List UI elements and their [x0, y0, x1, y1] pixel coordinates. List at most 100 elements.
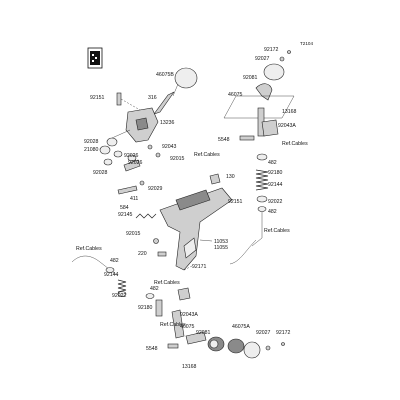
- label-refcables-6: Ref.Cables: [160, 322, 186, 328]
- label-46075a: 46075A: [232, 324, 250, 330]
- lever-46075-top: [255, 83, 273, 101]
- label-refcables-2: Ref.Cables: [194, 152, 220, 158]
- label-584: 584: [120, 205, 129, 211]
- label-92027-top: 92027: [255, 56, 270, 62]
- clip-92043a-bot: [177, 287, 191, 301]
- label-13168-bot: 13168: [182, 364, 197, 370]
- label-92081-top: 92081: [243, 75, 258, 81]
- label-92171: 92171: [192, 264, 207, 270]
- label-411: 411: [130, 196, 138, 202]
- nut-92015-mid: [153, 238, 159, 244]
- label-46075-top: 46075: [228, 92, 243, 98]
- label-482-c: 482: [110, 258, 119, 264]
- label-92022-bot: 92022: [112, 293, 127, 299]
- spring-92144-top: [255, 169, 269, 191]
- label-92172-top: 92172: [264, 47, 279, 53]
- spring-92145: [135, 213, 157, 219]
- main-body-window: [183, 237, 197, 259]
- label-11053: 11053: [214, 239, 228, 245]
- label-46075b: 46075B: [156, 72, 174, 78]
- lower-cable-assembly: [71, 255, 191, 317]
- cable-upper: [251, 212, 263, 247]
- label-5548-bot: 5548: [146, 346, 158, 352]
- knob-46075a-cap: [209, 339, 219, 349]
- nut-92043: [147, 144, 153, 150]
- label-92145: 92145: [118, 212, 133, 218]
- label-316: 316: [148, 95, 157, 101]
- washer-92022-top: [256, 195, 268, 203]
- pin-5548-bot: [167, 343, 179, 349]
- grommet-130: [209, 173, 221, 185]
- label-refcables-3: Ref.Cables: [264, 228, 290, 234]
- label-482-b: 482: [268, 209, 277, 215]
- label-92144-bot: 92144: [104, 272, 119, 278]
- washer-92027-top: [279, 56, 285, 62]
- label-220: 220: [138, 251, 147, 257]
- knob-92081-bot: [227, 338, 245, 354]
- label-13236: 13236: [160, 120, 175, 126]
- bolt-220: [157, 251, 167, 257]
- label-92028-b: 92028: [93, 170, 108, 176]
- pin-5548: [239, 135, 255, 141]
- label-46075-bot: 46075: [180, 324, 195, 330]
- grip-knob-46075b: [174, 67, 198, 89]
- bolt-92151: [116, 92, 122, 106]
- label-refcables-4: Ref.Cables: [76, 246, 102, 252]
- pin-92172-bot: [281, 342, 285, 346]
- label-92026-b: 92026: [128, 160, 143, 166]
- pin-92172-top: [287, 50, 291, 54]
- leader-92028: [111, 129, 131, 139]
- upper-lever-assembly: [99, 67, 198, 195]
- collar-482-c: [105, 267, 115, 273]
- lower-knob-assembly: [167, 309, 285, 359]
- label-13168-top: 13168: [282, 109, 297, 115]
- label-92022-top: 92022: [268, 199, 283, 205]
- label-92172-bot: 92172: [276, 330, 291, 336]
- collar-482-a: [256, 153, 268, 161]
- label-92026-a: 92026: [124, 153, 139, 159]
- part-labels: 92172 92027 46075B 92081 46075 92151 316…: [76, 47, 308, 370]
- washer-92027-bot: [265, 345, 271, 351]
- pin-92180-bot: [155, 299, 163, 317]
- label-130: 130: [226, 174, 235, 180]
- label-92015-top: 92015: [170, 156, 185, 162]
- upper-cable-assembly: [209, 50, 295, 265]
- clip-92043a: [261, 119, 279, 137]
- label-92029: 92029: [148, 186, 163, 192]
- main-body-top-face: [175, 189, 211, 211]
- label-92043: 92043: [162, 144, 177, 150]
- label-refcables-5: Ref.Cables: [154, 280, 180, 286]
- link-rod-411: [117, 185, 138, 195]
- cable-hook: [229, 239, 257, 265]
- bracket-plate: [123, 159, 141, 172]
- label-92081-bot: 92081: [196, 330, 211, 336]
- label-5548-top: 5548: [218, 137, 230, 143]
- label-92043a-bot: 92043A: [180, 312, 198, 318]
- bushing-92026-b: [127, 154, 137, 162]
- diagram-code: T2104: [300, 41, 313, 46]
- main-body-11053: [159, 187, 233, 271]
- bushing-92026-a: [113, 150, 123, 158]
- guide-frame: [223, 95, 295, 119]
- nut-92029: [139, 180, 145, 186]
- collar-482-d: [145, 293, 155, 299]
- leader-11053: [199, 239, 213, 242]
- knob-leader: [172, 83, 179, 97]
- bushing-92028-a: [106, 137, 118, 147]
- bracket-pivot: [135, 117, 149, 131]
- label-92180-bot: 92180: [138, 305, 153, 311]
- label-92028-a: 92028: [84, 139, 99, 145]
- label-92027-bot: 92027: [256, 330, 271, 336]
- bushing-92028-b: [103, 158, 113, 166]
- rod-13168-bot: [171, 309, 185, 339]
- label-21080: 21080: [84, 147, 99, 153]
- main-body-assembly: [135, 187, 233, 271]
- label-92043a-top: 92043A: [278, 123, 296, 129]
- label-92144-top: 92144: [268, 182, 283, 188]
- label-482-d: 482: [150, 286, 159, 292]
- label-92015-mid: 92015: [126, 231, 141, 237]
- logo-stamp: [87, 47, 103, 69]
- label-92151-mid: 92151: [228, 199, 243, 205]
